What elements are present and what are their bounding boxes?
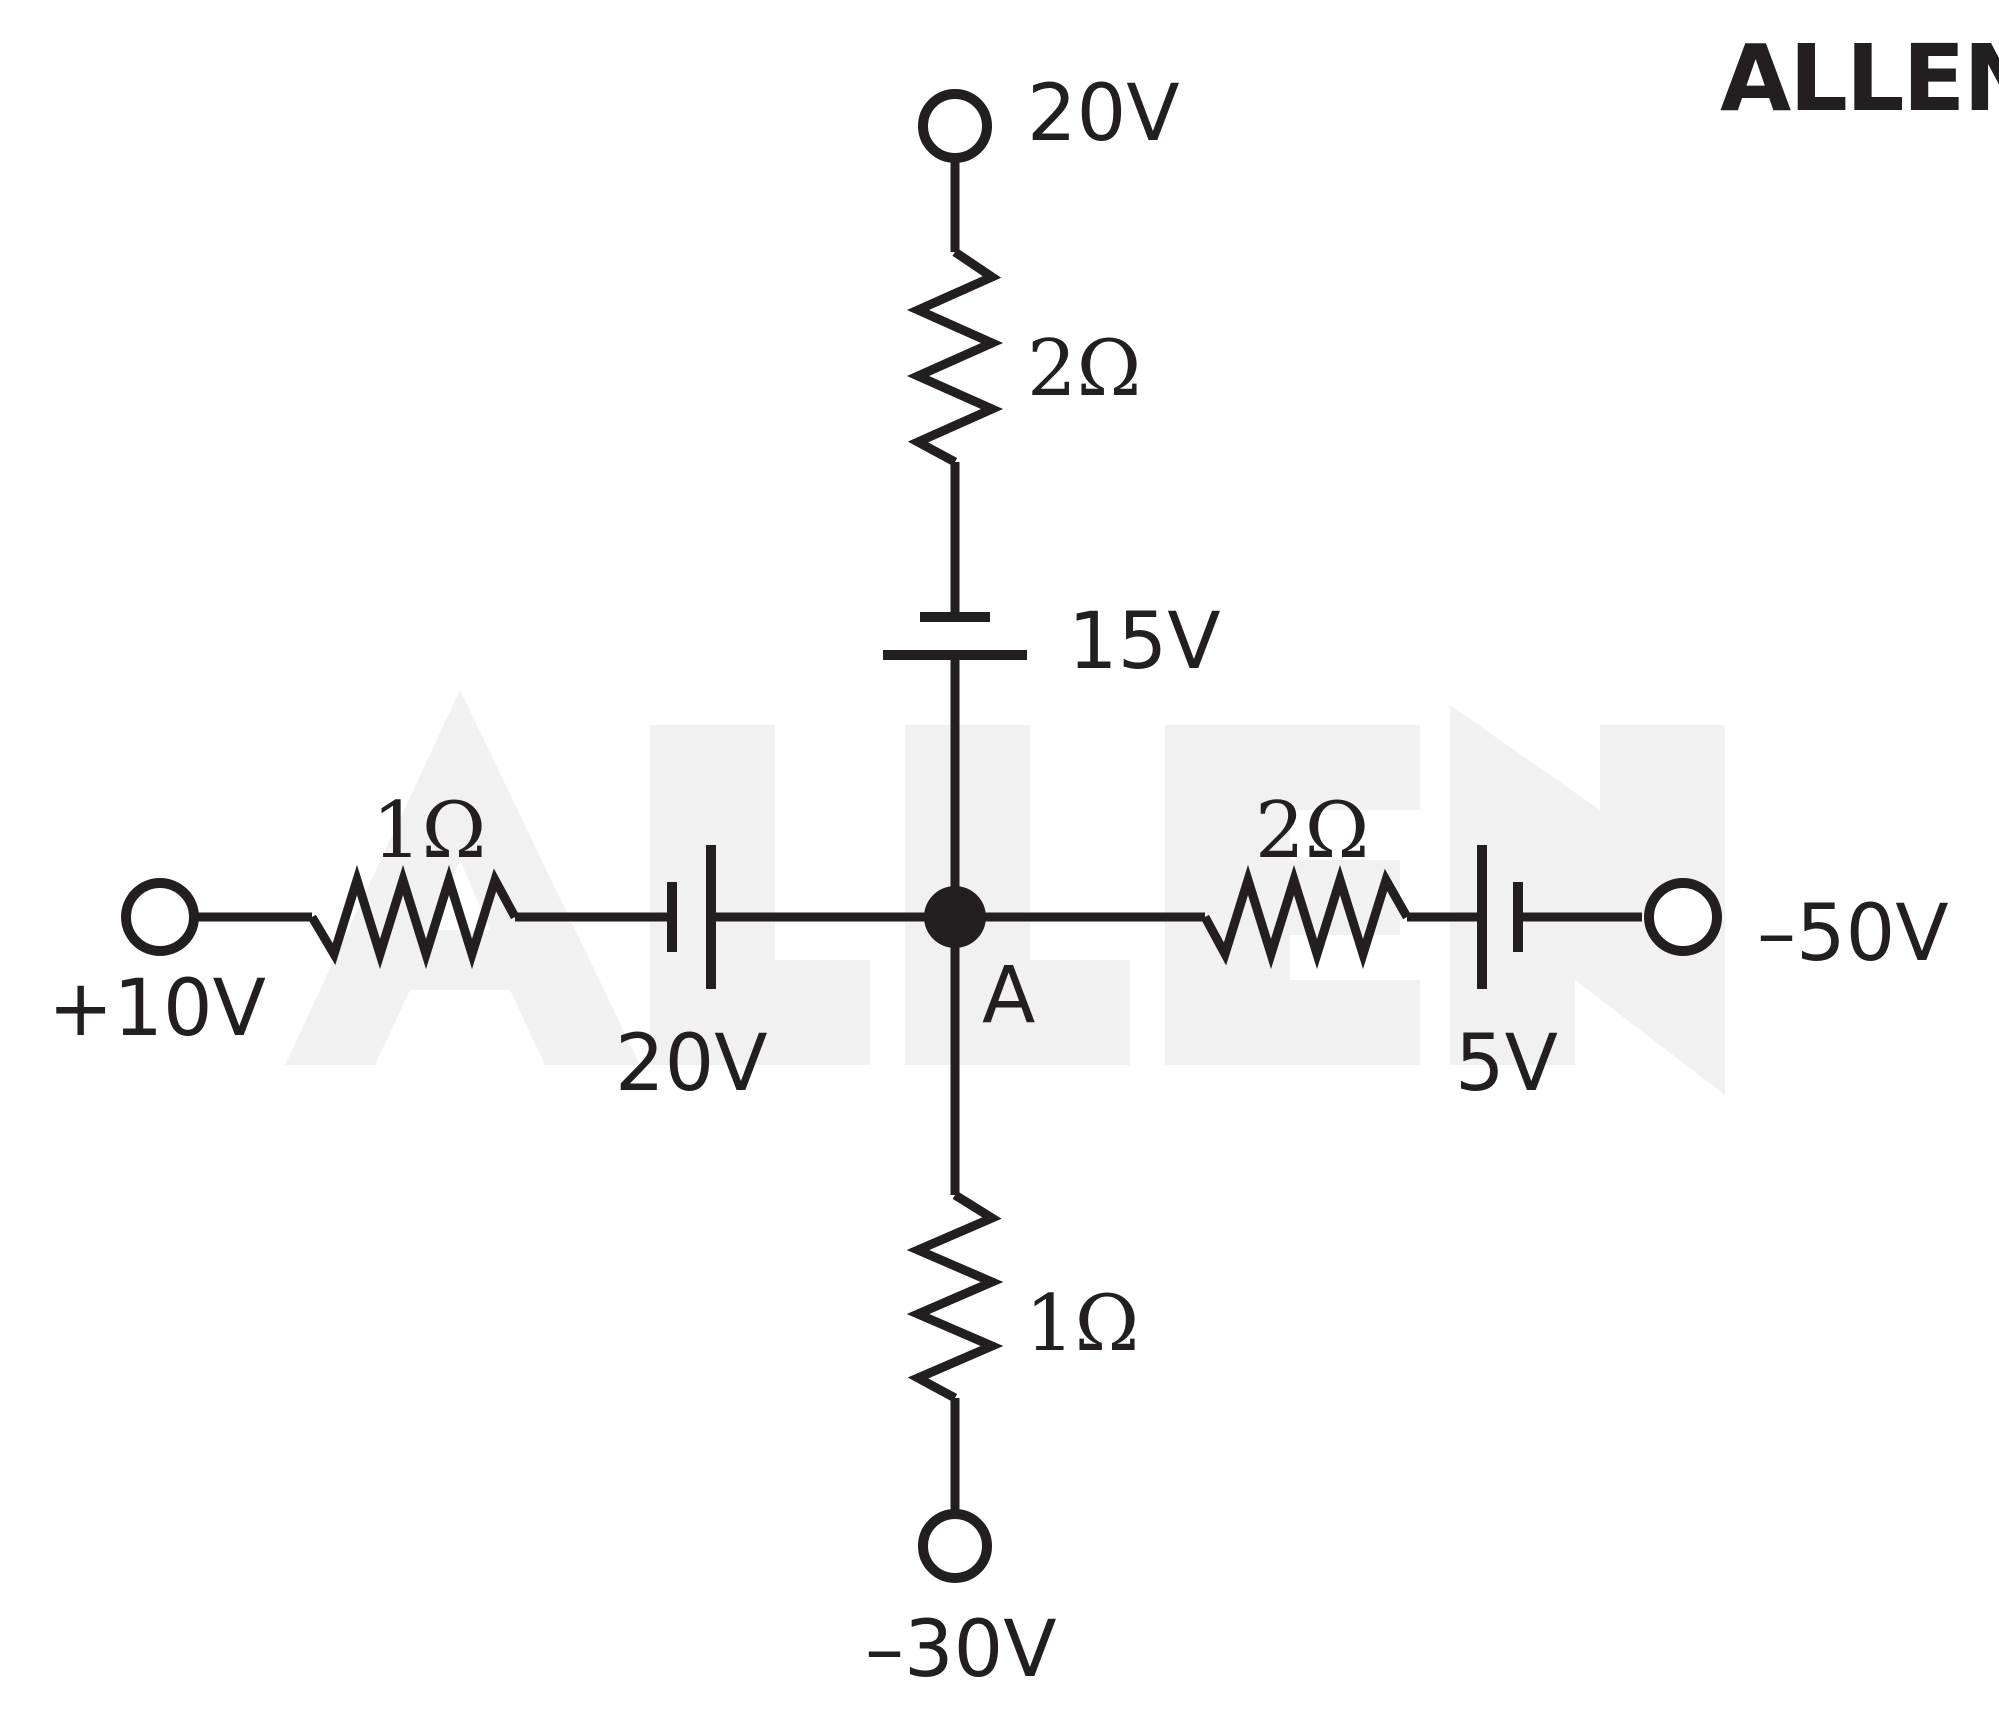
left-battery-label: 20V xyxy=(615,1019,768,1109)
top-battery-label: 15V xyxy=(1068,597,1221,687)
watermark xyxy=(285,690,1725,1095)
watermark-letter-n xyxy=(1450,705,1725,1095)
watermark-letter-l1 xyxy=(650,725,870,1065)
left-terminal-label: +10V xyxy=(48,964,266,1054)
allen-logo: ALLEN xyxy=(1720,25,1999,132)
bottom-resistor-label: 1Ω xyxy=(1025,1279,1139,1369)
watermark-letter-a xyxy=(285,690,640,1065)
watermark-letter-l2 xyxy=(905,725,1130,1065)
right-battery xyxy=(1477,845,1523,989)
node-a-label: A xyxy=(982,951,1035,1041)
left-battery xyxy=(667,845,716,989)
top-battery xyxy=(883,612,1027,660)
wires xyxy=(197,158,1642,1510)
top-terminal xyxy=(918,89,992,163)
right-resistor xyxy=(1201,864,1411,970)
left-terminal xyxy=(121,878,199,956)
bottom-terminal xyxy=(918,1509,992,1583)
right-terminal xyxy=(1644,878,1722,956)
junction-node xyxy=(924,886,986,948)
bottom-resistor xyxy=(906,1191,1004,1402)
bottom-terminal-label: –30V xyxy=(865,1605,1057,1695)
right-battery-label: 5V xyxy=(1455,1019,1558,1109)
top-resistor xyxy=(906,248,1004,466)
left-resistor-label: 1Ω xyxy=(372,786,486,876)
right-resistor-label: 2Ω xyxy=(1255,786,1369,876)
top-terminal-label: 20V xyxy=(1027,69,1180,159)
top-resistor-label: 2Ω xyxy=(1027,324,1141,414)
left-resistor xyxy=(308,864,519,970)
right-terminal-label: –50V xyxy=(1757,889,1949,979)
